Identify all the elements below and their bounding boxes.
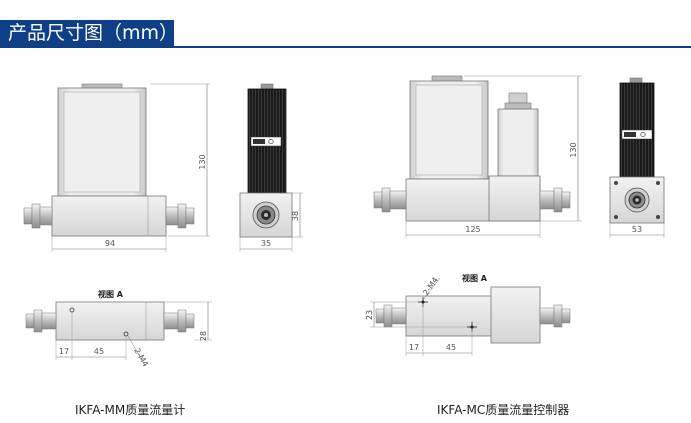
mc-front-view: 130 125 bbox=[373, 75, 582, 238]
mm-bottom-height-dim: 28 bbox=[199, 331, 208, 341]
mm-thread-callout: 2-M4 bbox=[132, 347, 150, 369]
mc-front-fitting-left bbox=[373, 187, 407, 213]
mc-front-fitting-right bbox=[539, 187, 571, 213]
mc-bottom-dim-1: 17 bbox=[409, 343, 419, 352]
mm-view-label: 视图 A bbox=[98, 289, 124, 299]
mm-side-view: 38 35 bbox=[239, 83, 303, 252]
mm-front-fitting-left bbox=[23, 203, 53, 229]
mc-depth-dim: 53 bbox=[632, 225, 642, 234]
mm-front-fitting-right bbox=[165, 203, 195, 229]
mm-height-dim: 130 bbox=[198, 154, 207, 169]
mc-mount-hole-2-icon bbox=[467, 322, 477, 332]
mc-thread-callout: 2-M4 bbox=[421, 276, 440, 298]
section-title: 产品尺寸图（mm） bbox=[0, 20, 178, 47]
mc-bottom-fitting-right bbox=[539, 304, 571, 328]
mc-bottom-dim-2: 45 bbox=[446, 343, 456, 352]
mm-bottom-fitting-right bbox=[163, 309, 195, 333]
mm-depth-dim: 35 bbox=[261, 239, 271, 248]
mc-width-dim: 125 bbox=[465, 225, 480, 234]
mc-bottom-view: 视图 A 23 17 45 bbox=[365, 273, 571, 356]
mm-bottom-dim-2: 45 bbox=[94, 347, 104, 356]
mc-side-view: 53 bbox=[609, 77, 665, 238]
section-title-rule bbox=[0, 46, 691, 48]
mm-width-dim: 94 bbox=[105, 239, 115, 248]
mc-view-label: 视图 A bbox=[462, 273, 488, 283]
mc-bottom-height-dim: 23 bbox=[365, 310, 374, 320]
mm-caption: IKFA-MM质量流量计 bbox=[75, 403, 186, 417]
mm-front-view: 130 94 bbox=[23, 83, 210, 252]
mc-bottom-fitting-left bbox=[375, 304, 407, 328]
mm-side-height-dim: 38 bbox=[291, 211, 300, 221]
mm-bottom-fitting-left bbox=[25, 309, 57, 333]
mc-caption: IKFA-MC质量流量控制器 bbox=[437, 403, 570, 417]
mm-bottom-dim-1: 17 bbox=[59, 347, 69, 356]
mc-height-dim: 130 bbox=[569, 142, 578, 157]
mm-bottom-view: 视图 A 28 17 45 2-M4 bbox=[25, 289, 212, 369]
